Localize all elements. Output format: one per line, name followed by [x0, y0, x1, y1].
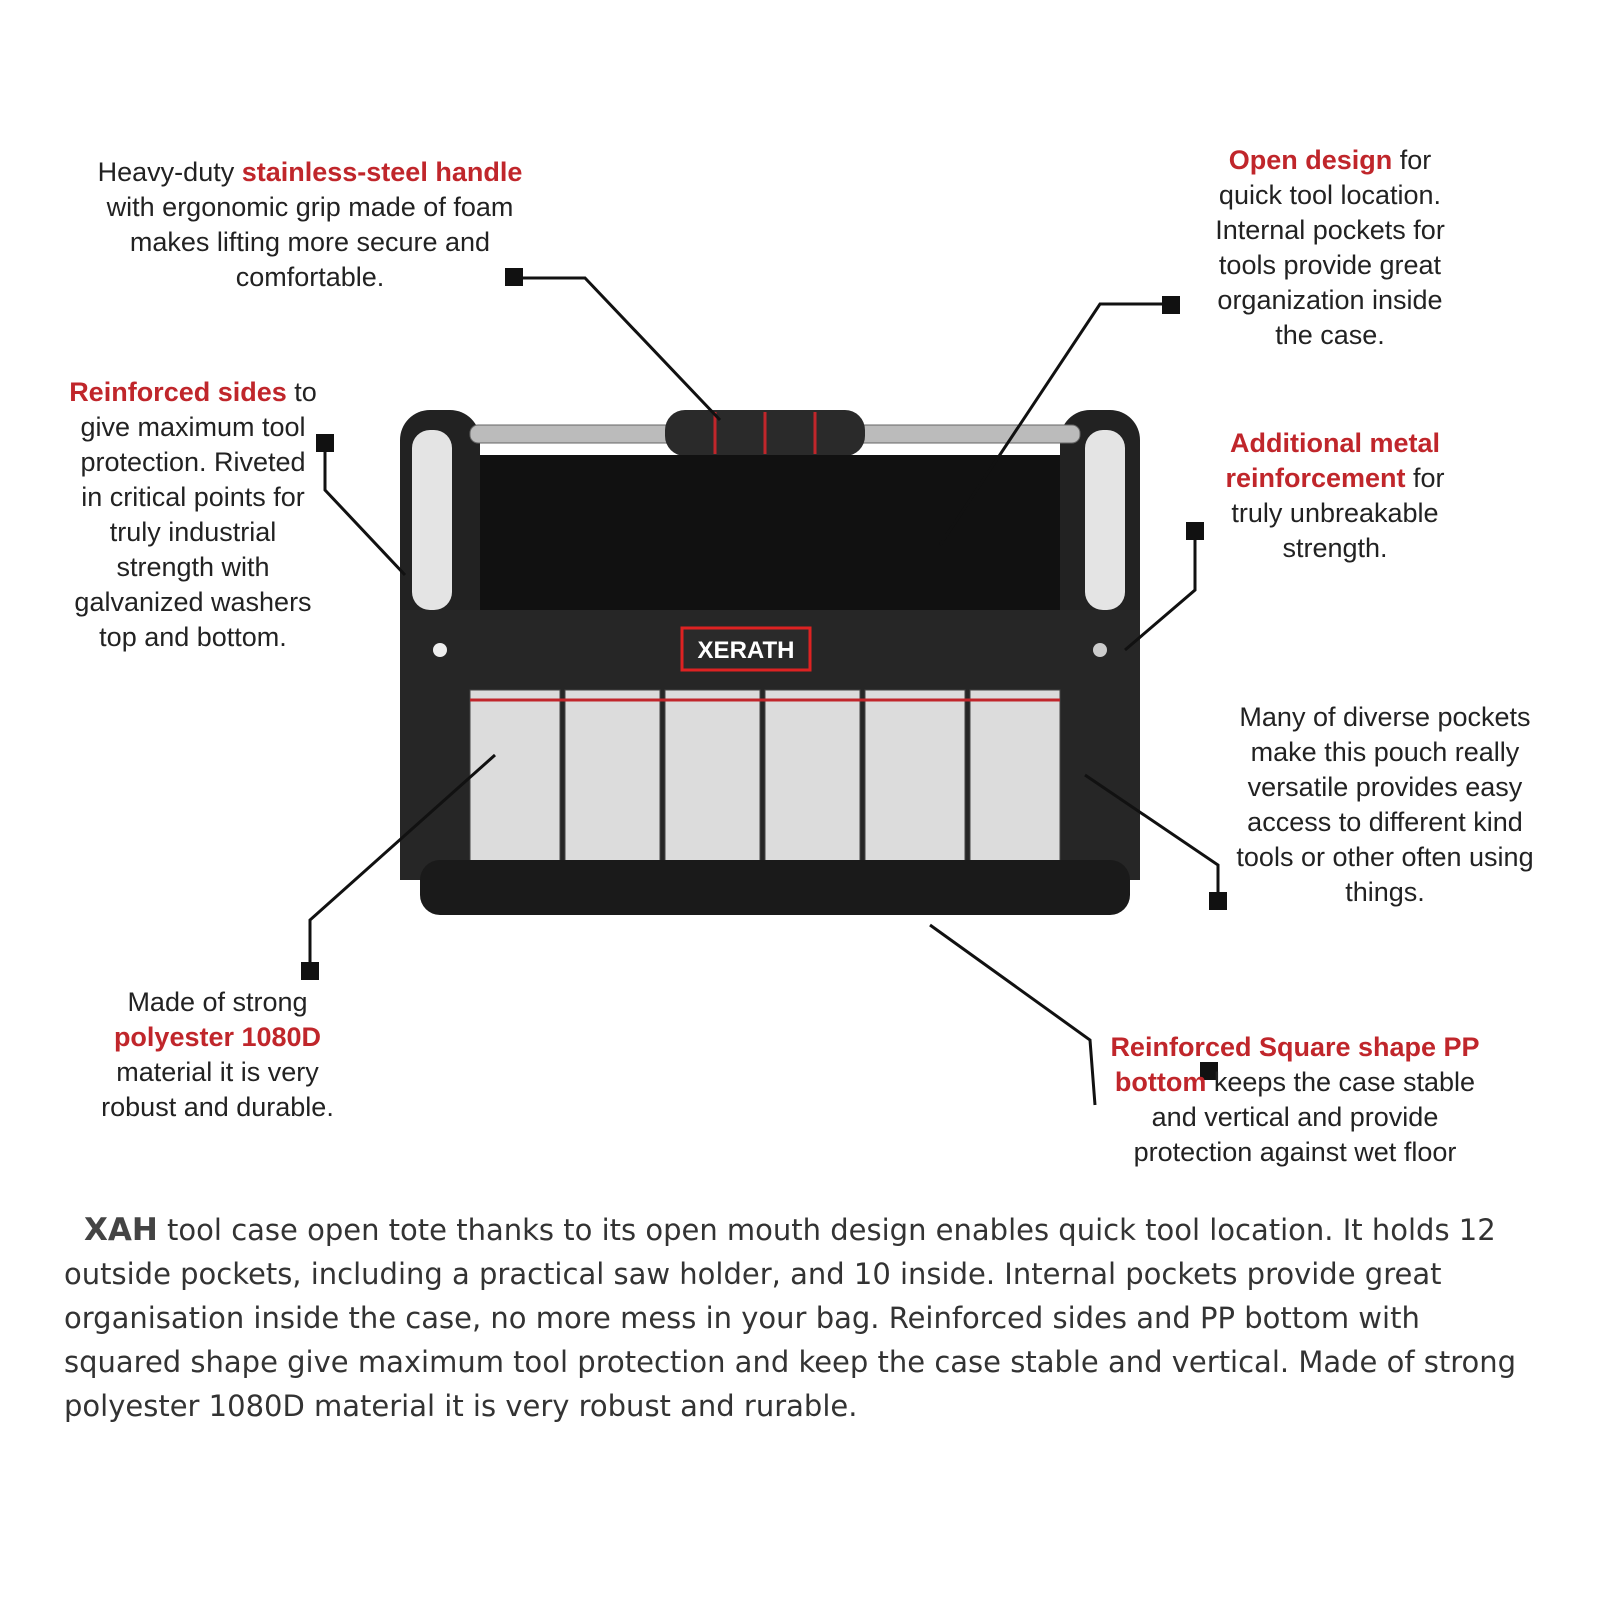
description-text: tool case open tote thanks to its open m…	[64, 1213, 1517, 1423]
pp-bottom	[420, 860, 1130, 915]
callout-pp-bottom: Reinforced Square shape PP bottom keeps …	[1110, 1032, 1480, 1167]
brand-logo-text: XERATH	[698, 637, 795, 664]
callout-metal-reinforcement: Additional metal reinforcement for truly…	[1225, 428, 1445, 563]
callout-open-design: Open design for quick tool location. Int…	[1215, 145, 1445, 350]
bag-interior	[480, 455, 1060, 615]
callout-material: Made of strong polyester 1080D material …	[101, 987, 334, 1122]
callout-reinforced-sides: Reinforced sides to give maximum tool pr…	[69, 377, 317, 652]
description-brand: XAH	[84, 1212, 158, 1248]
front-pockets	[469, 689, 1061, 866]
left-side-reinforcement	[412, 430, 452, 610]
brand-logo	[680, 626, 812, 672]
leader-lines	[308, 276, 1220, 1106]
right-side-reinforcement	[1085, 430, 1125, 610]
product-description: XAH tool case open tote thanks to its op…	[64, 1208, 1544, 1428]
callout-pockets: Many of diverse pockets make this pouch …	[1236, 702, 1534, 907]
callout-handle: Heavy-duty stainless-steel handle with e…	[97, 157, 523, 292]
leader-markers	[301, 268, 1227, 1080]
